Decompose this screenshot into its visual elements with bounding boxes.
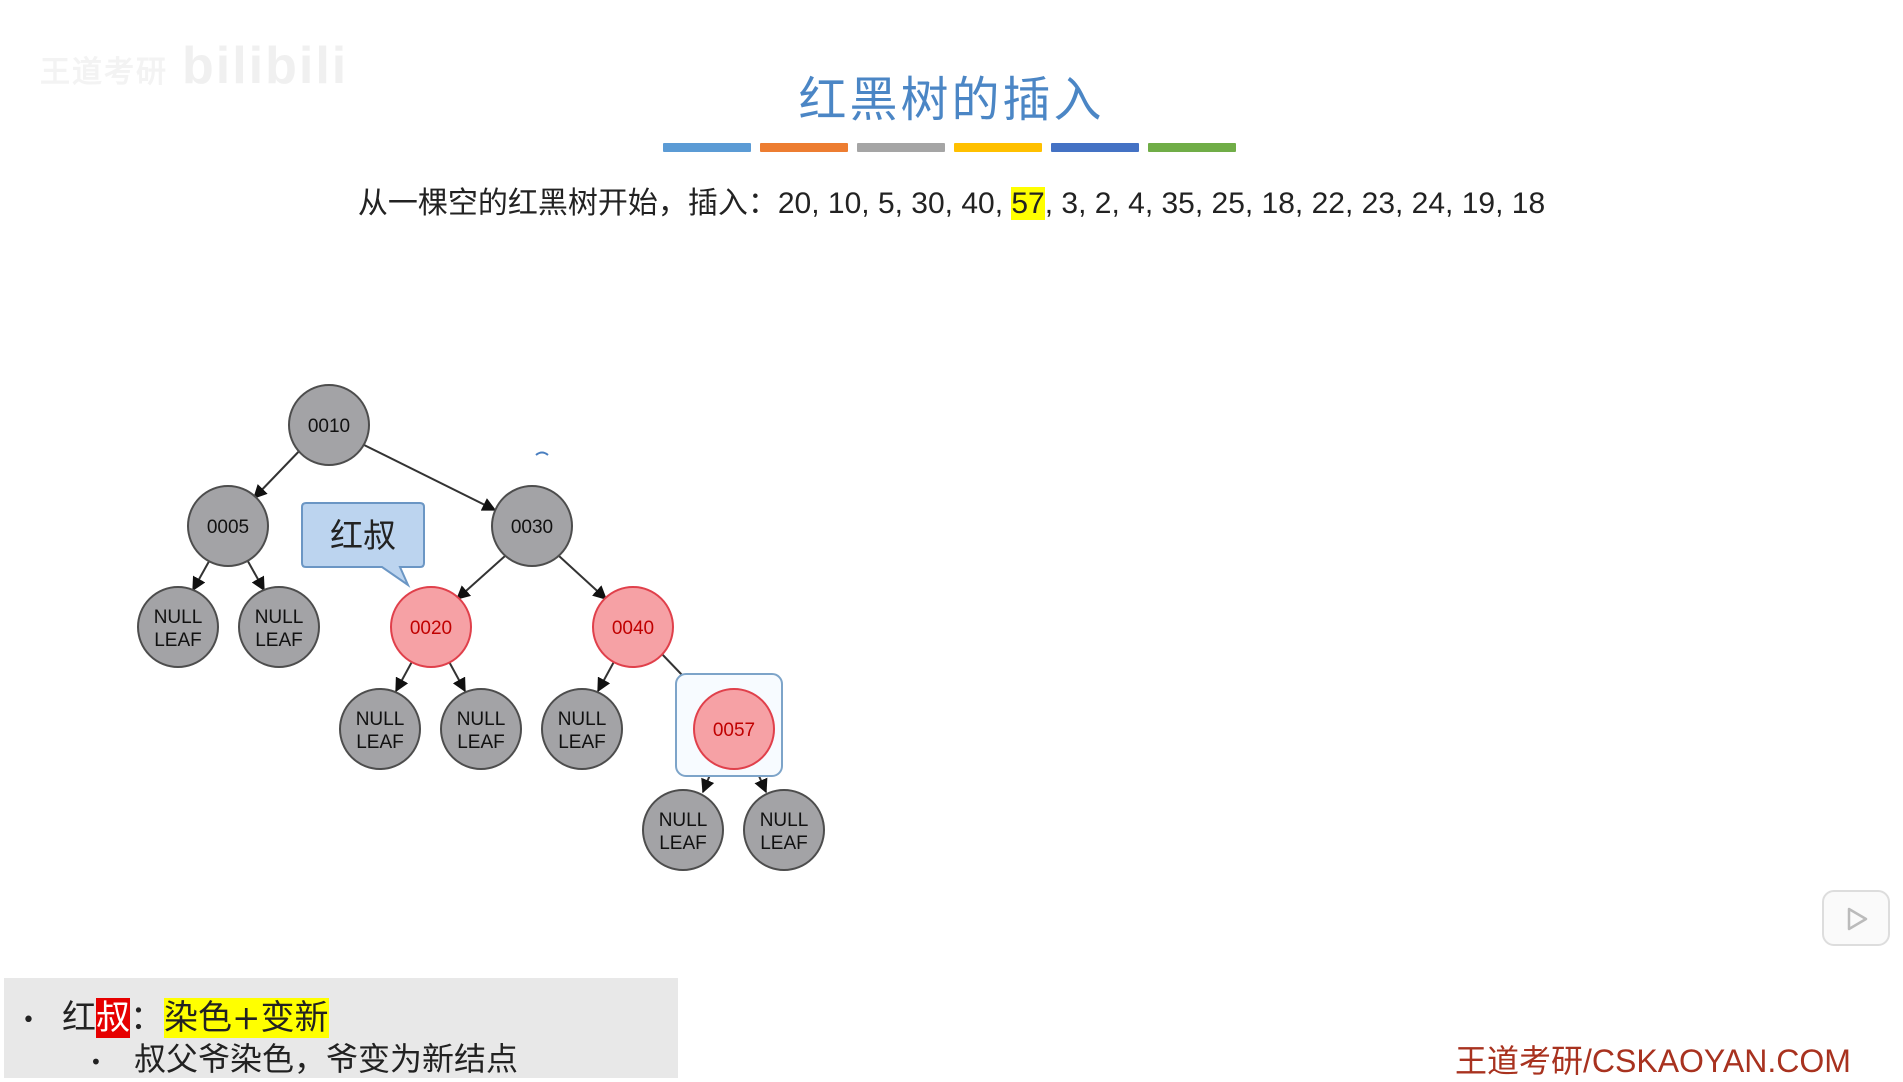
node-0020-label: 0020	[410, 618, 452, 639]
node-0005-label: 0005	[207, 517, 249, 538]
node-0010: 0010	[288, 384, 370, 466]
note1-red: 叔	[96, 998, 130, 1038]
note2-text: 叔父爷染色，爷变为新结点	[134, 1040, 519, 1078]
leaf-line2: LEAF	[659, 833, 707, 854]
node-0057: 0057	[693, 688, 775, 770]
note1-colon: ：	[130, 998, 164, 1038]
note1-prefix: 红	[62, 998, 96, 1038]
leaf-line2: LEAF	[457, 732, 505, 753]
notes-box: • 红叔：染色+变新 • 叔父爷染色，爷变为新结点	[4, 978, 678, 1078]
leaf-line1: NULL	[558, 709, 607, 730]
stray-mark	[535, 451, 549, 456]
leaf-line1: NULL	[154, 607, 203, 628]
bullet-icon: •	[90, 1049, 102, 1074]
leaf-line2: LEAF	[154, 630, 202, 651]
color-bar-4	[954, 143, 1042, 152]
play-button[interactable]	[1822, 890, 1890, 946]
leaf-line2: LEAF	[356, 732, 404, 753]
null-leaf: NULL LEAF	[743, 789, 825, 871]
null-leaf: NULL LEAF	[238, 586, 320, 668]
leaf-line1: NULL	[760, 810, 809, 831]
sequence-before: 20, 10, 5, 30, 40,	[777, 187, 1012, 220]
watermark-left: 王道考研	[40, 56, 168, 90]
watermark-bilibili: bilibili	[182, 37, 349, 95]
edge-20-leafl	[395, 657, 415, 693]
bullet-icon: •	[22, 1007, 35, 1033]
note-line-1: • 红叔：染色+变新	[22, 990, 329, 1039]
color-bar-6	[1148, 143, 1236, 152]
sequence-prefix: 从一棵空的红黑树开始，插入：	[357, 186, 778, 221]
null-leaf: NULL LEAF	[642, 789, 724, 871]
null-leaf: NULL LEAF	[541, 688, 623, 770]
edge-40-leaf	[597, 657, 617, 693]
sequence-highlight: 57	[1011, 187, 1045, 220]
leaf-line2: LEAF	[255, 630, 303, 651]
color-bar-1	[663, 143, 751, 152]
node-0005: 0005	[187, 485, 269, 567]
note1-yellow: 染色+变新	[164, 998, 329, 1038]
color-bar-3	[857, 143, 945, 152]
null-leaf: NULL LEAF	[440, 688, 522, 770]
edge-10-05	[253, 444, 306, 500]
node-0010-label: 0010	[308, 416, 350, 437]
color-bar-5	[1051, 143, 1139, 152]
node-0040: 0040	[592, 586, 674, 668]
uncle-callout-text: 红叔	[330, 516, 396, 555]
node-0057-label: 0057	[713, 720, 755, 741]
edge-10-30	[359, 442, 497, 511]
null-leaf: NULL LEAF	[339, 688, 421, 770]
leaf-line2: LEAF	[760, 833, 808, 854]
play-icon	[1847, 907, 1868, 931]
insert-sequence: 从一棵空的红黑树开始，插入：20, 10, 5, 30, 40, 57, 3, …	[0, 178, 1903, 222]
brand-text: 王道考研/CSKAOYAN.COM	[1455, 1043, 1851, 1079]
tree-edges	[192, 442, 768, 794]
edge-30-40	[558, 555, 608, 600]
watermark: 王道考研 bilibili	[40, 36, 348, 96]
leaf-line1: NULL	[255, 607, 304, 628]
node-0020: 0020	[390, 586, 472, 668]
leaf-line1: NULL	[659, 810, 708, 831]
node-0030: 0030	[491, 485, 573, 567]
edge-30-20	[455, 555, 506, 600]
null-leaf: NULL LEAF	[137, 586, 219, 668]
node-0030-label: 0030	[511, 517, 553, 538]
note-line-2: • 叔父爷染色，爷变为新结点	[90, 1034, 518, 1080]
leaf-line1: NULL	[457, 709, 506, 730]
color-bars	[663, 143, 1236, 152]
edge-20-leafr	[446, 657, 466, 693]
color-bar-2	[760, 143, 848, 152]
page-title: 红黑树的插入	[798, 72, 1105, 128]
node-0040-label: 0040	[612, 618, 654, 639]
leaf-line2: LEAF	[558, 732, 606, 753]
leaf-line1: NULL	[356, 709, 405, 730]
sequence-after: , 3, 2, 4, 35, 25, 18, 22, 23, 24, 19, 1…	[1044, 187, 1546, 220]
uncle-callout: 红叔	[301, 502, 425, 588]
